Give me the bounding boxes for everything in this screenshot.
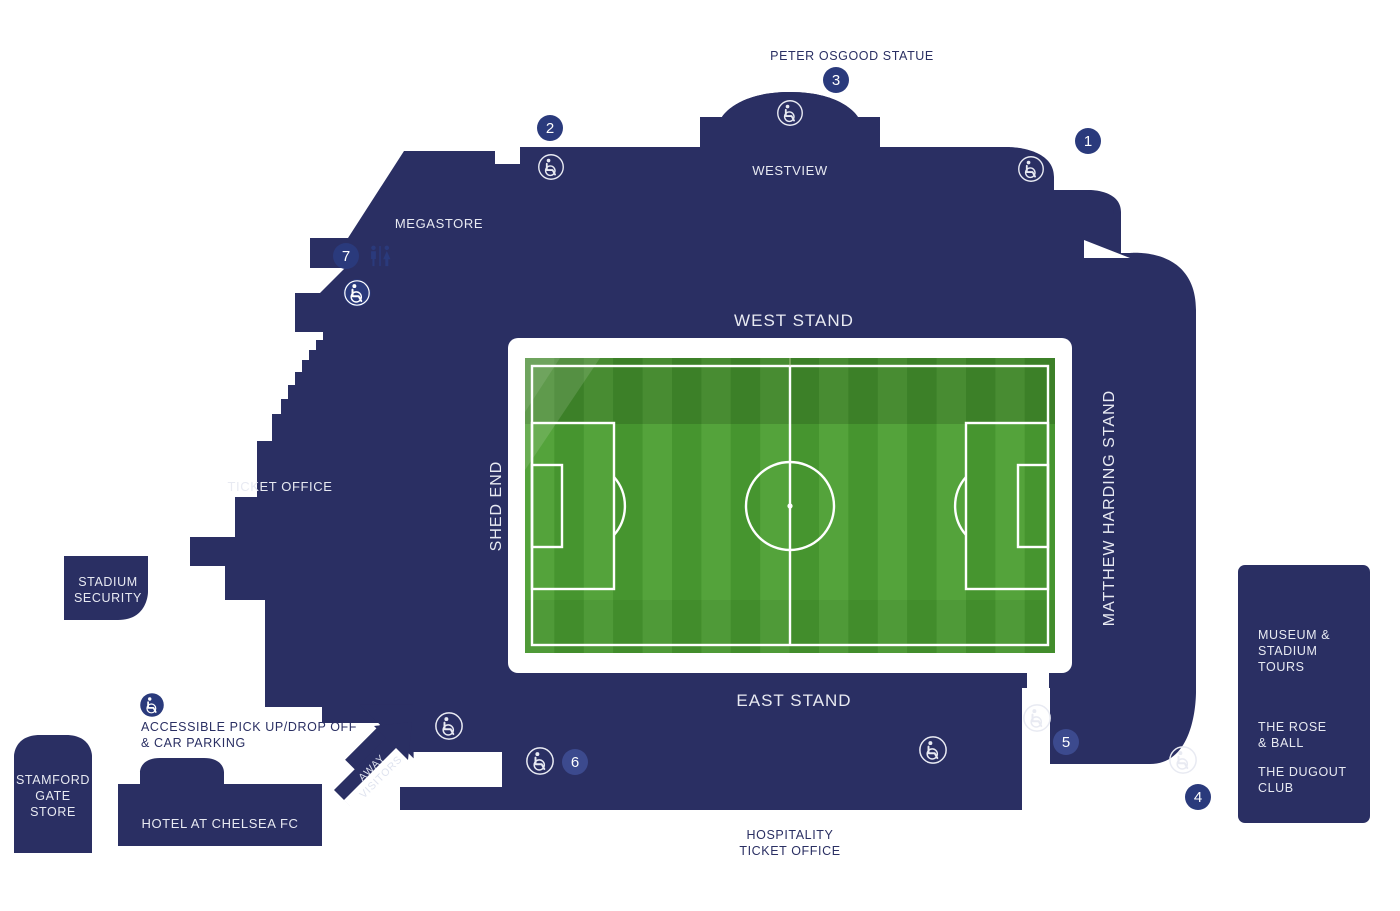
entrance-marker-4[interactable]: 4 bbox=[1185, 784, 1211, 810]
pitch-stripes bbox=[525, 358, 1055, 653]
building-museum-panel bbox=[1238, 565, 1370, 823]
building-stadium-security bbox=[64, 556, 148, 620]
entrance-marker-5[interactable]: 5 bbox=[1053, 729, 1079, 755]
entrance-marker-3[interactable]: 3 bbox=[823, 67, 849, 93]
entrance-marker-4-number: 4 bbox=[1193, 788, 1203, 806]
detached-buildings bbox=[14, 556, 1370, 853]
pitch-area bbox=[508, 338, 1072, 691]
entrance-marker-1[interactable]: 1 bbox=[1075, 128, 1101, 154]
building-hotel-chelsea bbox=[118, 758, 322, 846]
entrance-marker-6-number: 6 bbox=[570, 753, 580, 771]
entrance-marker-2[interactable]: 2 bbox=[537, 115, 563, 141]
entrance-marker-7-number: 7 bbox=[341, 247, 351, 265]
entrance-marker-3-number: 3 bbox=[831, 71, 841, 89]
away-visitors-arrow bbox=[334, 704, 414, 806]
entrance-marker-2-number: 2 bbox=[545, 119, 555, 137]
building-stamford-gate-store bbox=[14, 735, 92, 853]
entrance-marker-1-number: 1 bbox=[1083, 132, 1093, 150]
entrance-marker-5-number: 5 bbox=[1061, 733, 1071, 751]
entrance-marker-7[interactable]: 7 bbox=[333, 243, 359, 269]
entrance-marker-6[interactable]: 6 bbox=[562, 749, 588, 775]
